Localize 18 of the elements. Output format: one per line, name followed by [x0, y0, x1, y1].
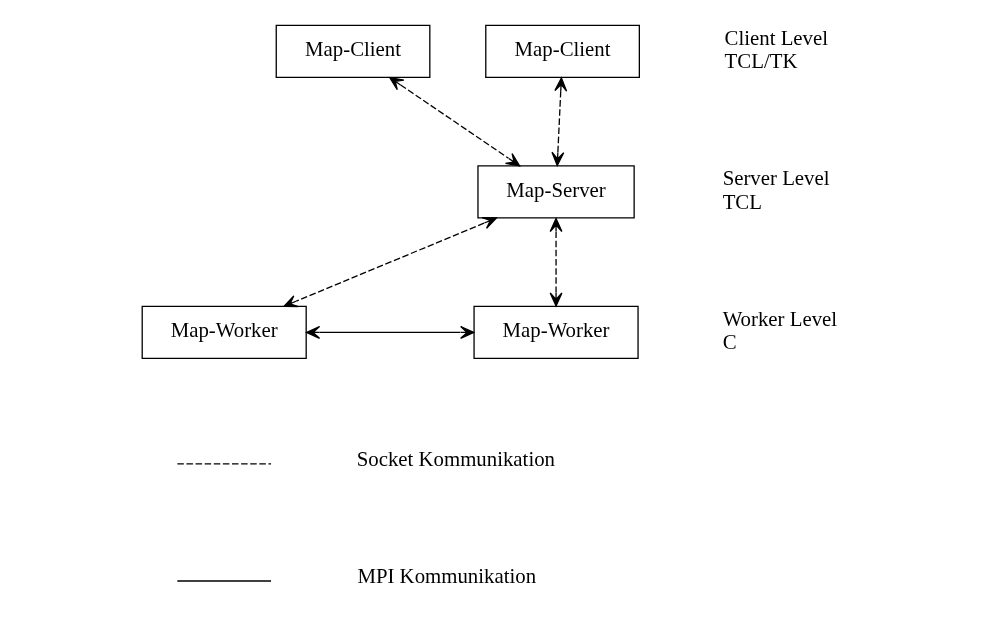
- arrow: [282, 216, 497, 308]
- label: TCL/TK: [724, 48, 797, 73]
- node-box: Map-Client: [484, 24, 640, 78]
- arrow: [305, 325, 474, 339]
- legend-label: Socket Kommunikation: [356, 447, 555, 472]
- arrow: [388, 76, 520, 167]
- label: Client Level: [724, 25, 828, 50]
- node-box: Map-Worker: [472, 305, 639, 360]
- label: C: [722, 330, 737, 355]
- node-box: Map-Worker: [141, 305, 307, 360]
- node-box: Map-Server: [476, 165, 635, 219]
- label: TCL: [722, 189, 762, 214]
- node-box: Map-Client: [275, 24, 430, 78]
- legend-label: MPI Kommunikation: [356, 564, 536, 589]
- label: Server Level: [722, 166, 830, 191]
- arrow: [549, 217, 563, 307]
- label: Worker Level: [722, 306, 837, 331]
- arrow: [550, 77, 567, 167]
